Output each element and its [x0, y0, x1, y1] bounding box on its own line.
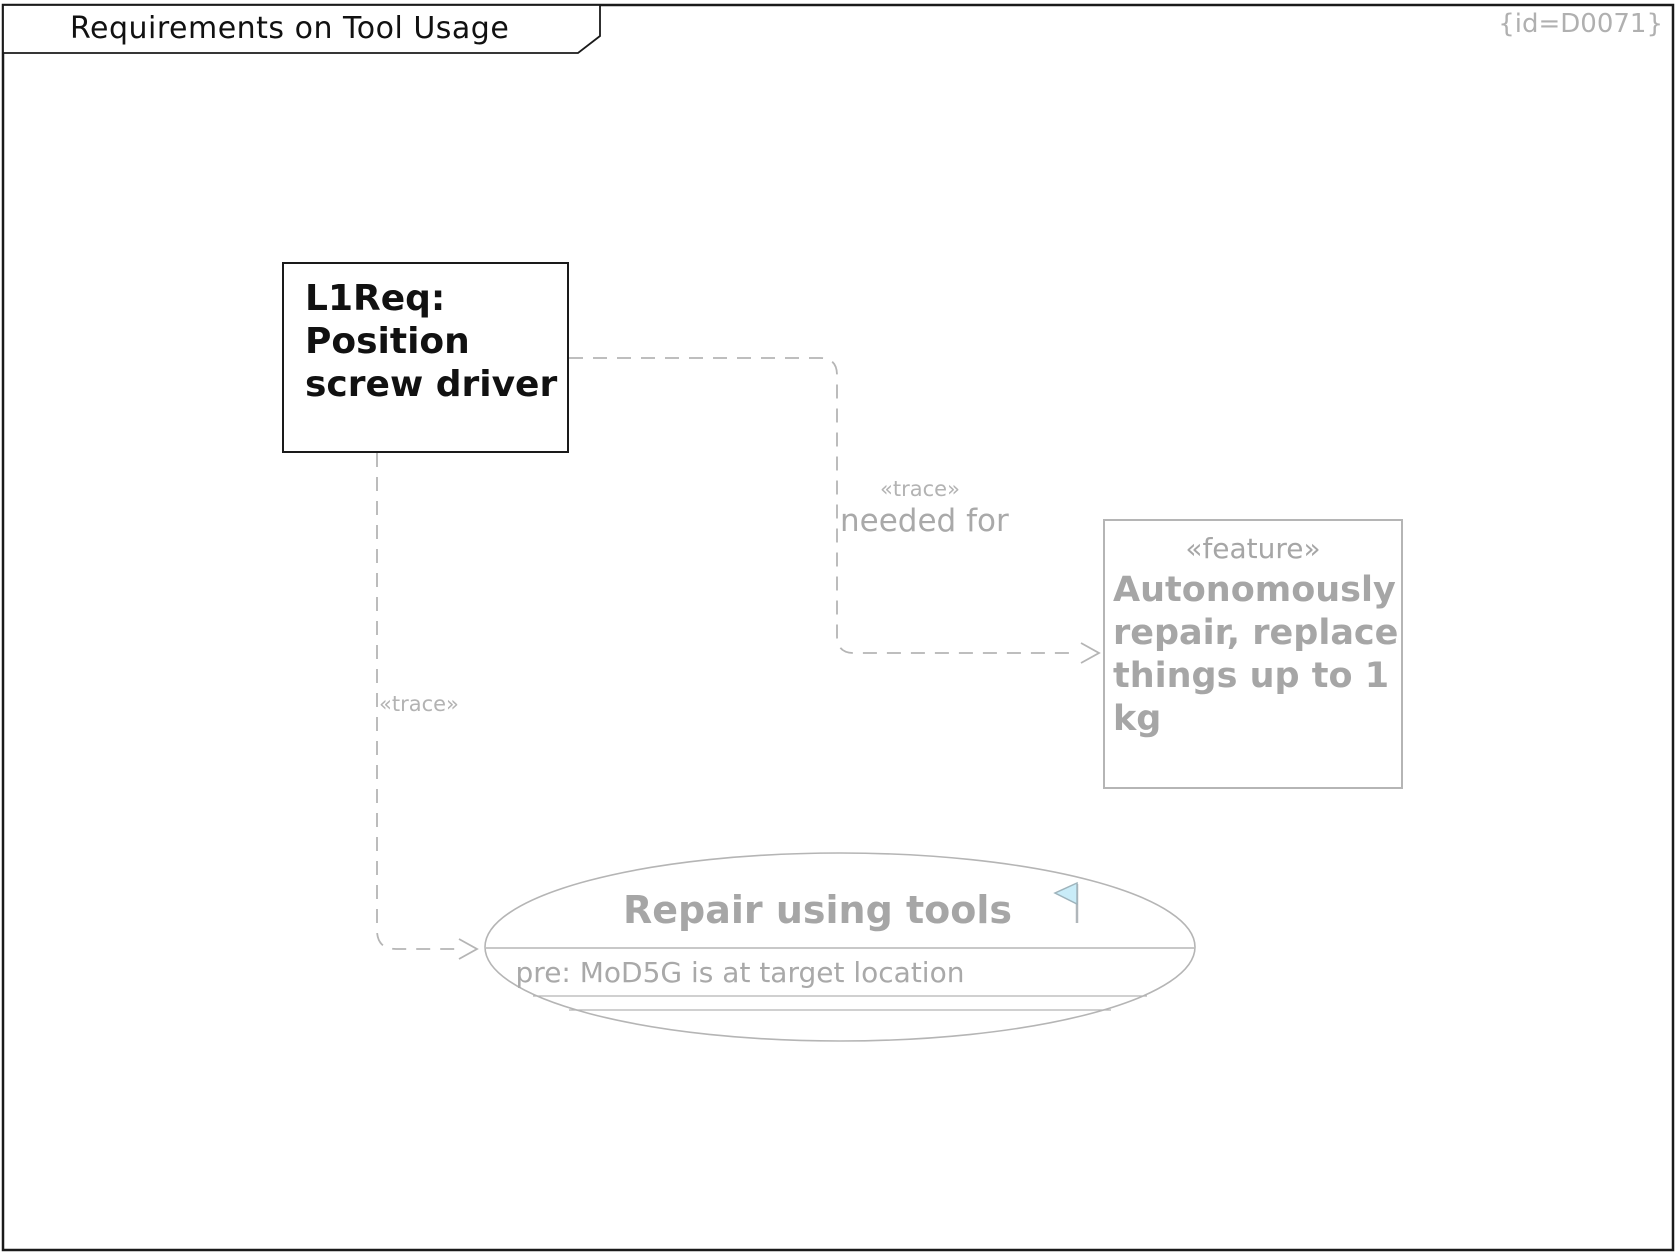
diagram-frame-border — [1, 3, 1675, 1252]
trace-connector-to-feature-arrowhead-icon — [1080, 642, 1101, 664]
trace-connector-to-feature[interactable] — [569, 357, 1076, 654]
requirement-node[interactable]: L1Req: Position screw driver — [282, 262, 569, 453]
usecase-name: Repair using tools — [622, 888, 1013, 932]
diagram-title-tab-shape — [2, 4, 601, 54]
feature-name: Autonomously repair, replace things up t… — [1113, 570, 1399, 739]
trace-to-feature-stereotype: «trace» — [880, 477, 960, 501]
trace-connector-to-usecase-arrowhead-icon — [458, 938, 479, 960]
trace-to-feature-label: needed for — [840, 503, 1009, 539]
usecase-precondition: pre: MoD5G is at target location — [515, 956, 965, 989]
feature-stereotype: «feature» — [1185, 532, 1321, 565]
trace-to-usecase-stereotype: «trace» — [379, 692, 459, 716]
diagram-id-label: {id=D0071} — [1498, 9, 1663, 39]
trace-connector-to-usecase[interactable] — [376, 453, 455, 950]
flag-icon — [1053, 881, 1078, 906]
requirement-name: L1Req: Position screw driver — [305, 278, 558, 405]
diagram-title: Requirements on Tool Usage — [70, 11, 510, 46]
feature-node[interactable]: «feature» Autonomously repair, replace t… — [1103, 519, 1403, 789]
usecase-ellipse[interactable] — [484, 852, 1196, 1042]
